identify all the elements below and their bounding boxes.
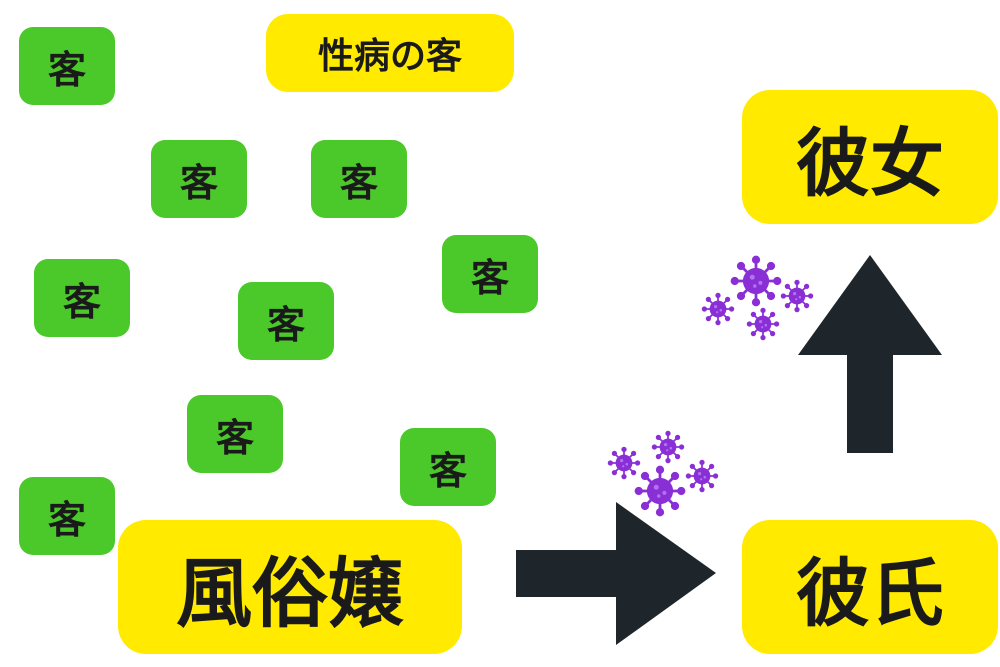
arrow-up-icon <box>798 255 942 453</box>
virus-icon <box>746 307 780 341</box>
client-box: 客 <box>442 235 538 313</box>
virus-icon <box>607 446 641 480</box>
boyfriend-label: 彼氏 <box>742 520 998 654</box>
client-box: 客 <box>238 282 334 360</box>
virus-icon <box>685 459 719 493</box>
virus-cluster-upper <box>701 255 814 341</box>
virus-icon <box>730 255 782 307</box>
virus-cluster-lower <box>607 430 719 517</box>
girlfriend-label: 彼女 <box>742 90 998 224</box>
client-box: 客 <box>151 140 247 218</box>
virus-icon <box>780 279 814 313</box>
client-box: 客 <box>400 428 496 506</box>
virus-icon <box>651 430 685 464</box>
client-box: 客 <box>34 259 130 337</box>
client-box: 客 <box>311 140 407 218</box>
arrow-right-icon <box>516 502 716 645</box>
client-box: 客 <box>19 27 115 105</box>
sex-worker-label: 風俗嬢 <box>118 520 462 654</box>
client-box: 客 <box>187 395 283 473</box>
std-client-label: 性病の客 <box>266 14 514 92</box>
client-box: 客 <box>19 477 115 555</box>
virus-icon <box>634 465 686 517</box>
virus-icon <box>701 292 735 326</box>
